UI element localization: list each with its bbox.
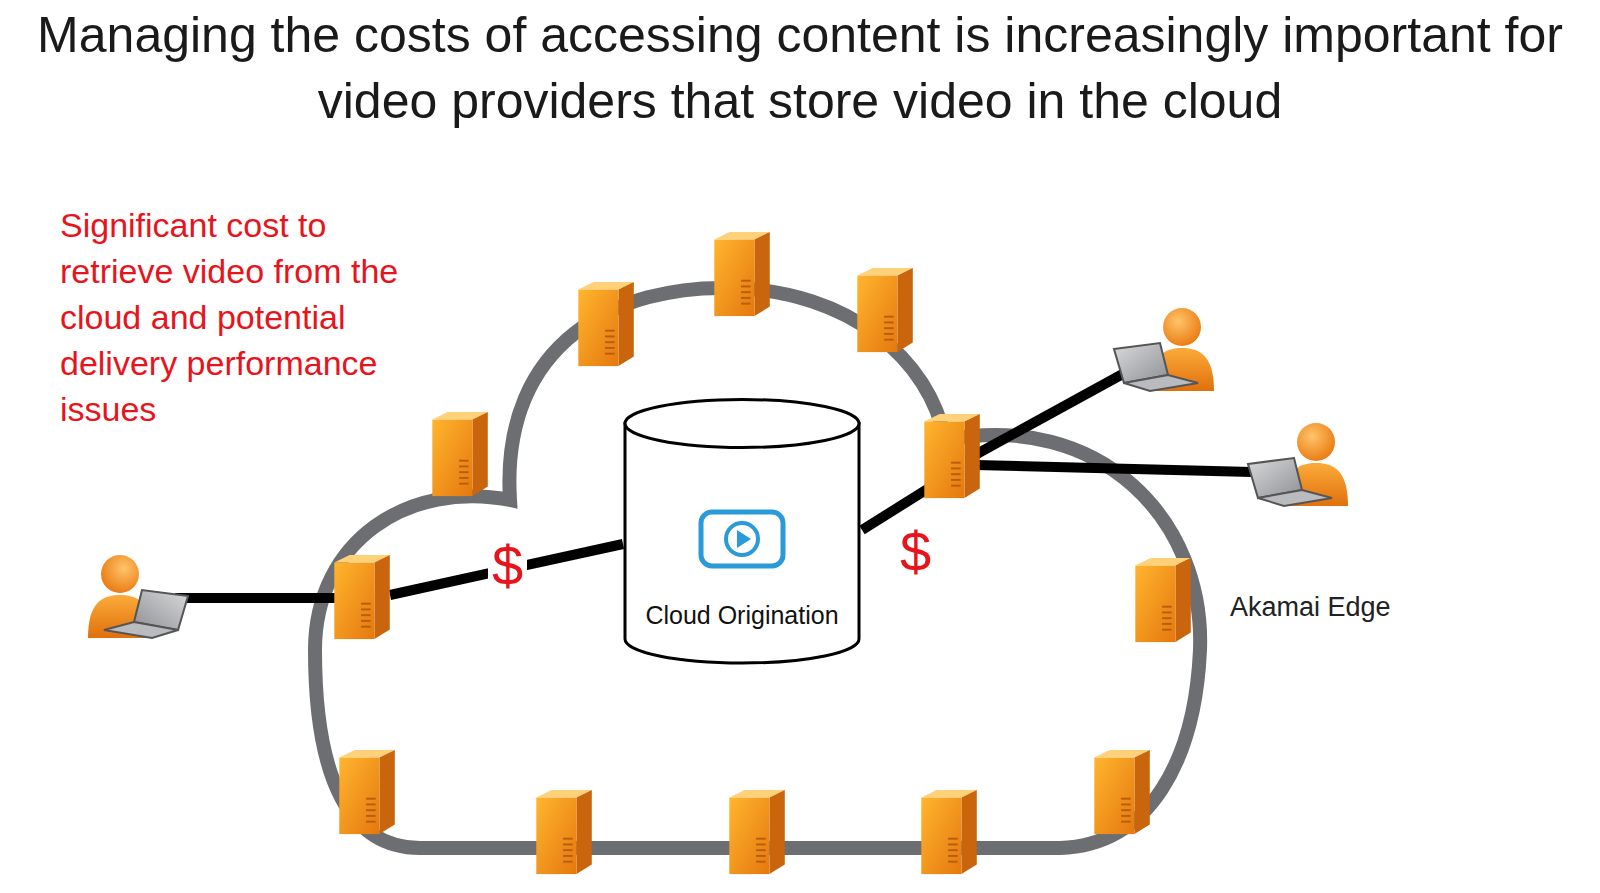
illustration-part bbox=[1248, 423, 1348, 506]
edge-servers bbox=[334, 232, 1190, 874]
illustration-part bbox=[339, 750, 394, 834]
illustration-part bbox=[921, 790, 976, 874]
illustration-part bbox=[1094, 750, 1149, 834]
play-icon-frame bbox=[701, 512, 783, 566]
illustration-part bbox=[1135, 558, 1190, 642]
illustration-part bbox=[857, 268, 912, 352]
node-label: Cloud Origination bbox=[622, 600, 862, 630]
illustration-part bbox=[334, 555, 389, 639]
illustration-part bbox=[432, 412, 487, 496]
cloud-outline bbox=[315, 288, 1200, 848]
play-icon-circle bbox=[726, 523, 758, 555]
cost-symbol: $ bbox=[896, 520, 935, 584]
callout-note: Significant cost to retrieve video from … bbox=[60, 202, 410, 432]
illustration-part bbox=[975, 370, 1130, 455]
illustration-part bbox=[88, 555, 188, 638]
illustration-part bbox=[175, 593, 338, 603]
cylinder-top bbox=[625, 400, 859, 448]
illustration-part bbox=[1114, 308, 1214, 391]
storage-cylinder: Cloud Origination bbox=[622, 398, 862, 666]
illustration-part bbox=[714, 232, 769, 316]
slide-title: Managing the costs of accessing content … bbox=[20, 2, 1580, 134]
illustration-part bbox=[924, 414, 979, 498]
illustration-part bbox=[536, 790, 591, 874]
cost-symbol: $ bbox=[488, 534, 527, 598]
illustration-part bbox=[578, 282, 633, 366]
illustration-part bbox=[975, 465, 1252, 472]
illustration-part bbox=[88, 555, 188, 638]
illustration-part bbox=[729, 790, 784, 874]
edge-label: Akamai Edge bbox=[1230, 590, 1391, 624]
play-icon-triangle bbox=[737, 530, 751, 548]
